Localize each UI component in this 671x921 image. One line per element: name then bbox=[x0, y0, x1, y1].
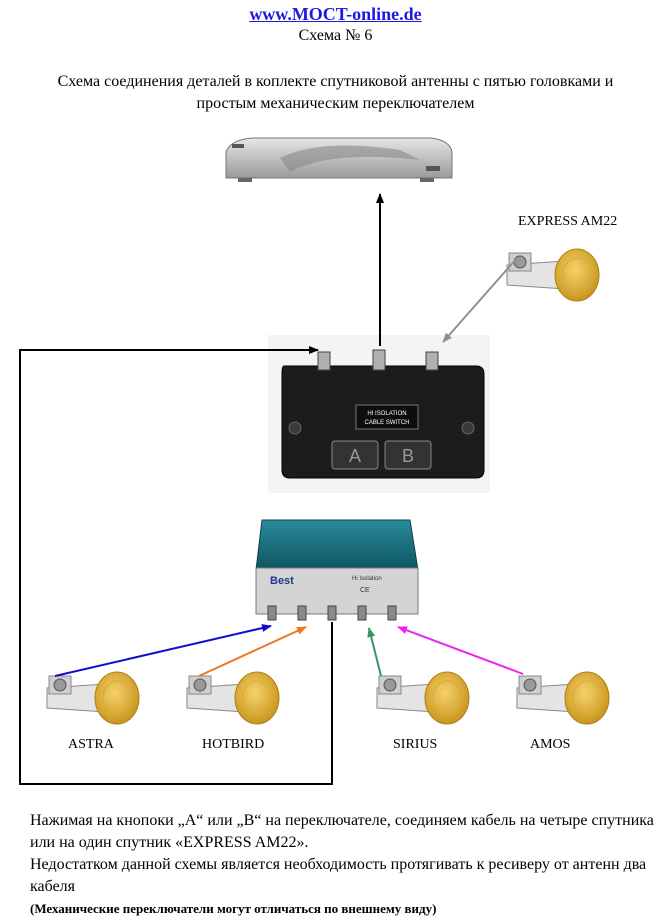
footer-note: (Механические переключатели могут отлича… bbox=[30, 901, 437, 916]
lnb-hotbird bbox=[186, 671, 280, 725]
lnb-express bbox=[506, 248, 600, 302]
cable-switch: HI ISOLATION CABLE SWITCH A B bbox=[268, 335, 490, 493]
cable-sirius bbox=[367, 627, 382, 677]
footer-line-2: Недостатком данной схемы является необхо… bbox=[30, 856, 647, 895]
switch-button-b-label: B bbox=[402, 446, 414, 466]
lnb-astra bbox=[46, 671, 140, 725]
site-link[interactable]: www.MOCT-online.de bbox=[249, 4, 422, 24]
switch-label-line1: HI ISOLATION bbox=[367, 411, 406, 417]
label-express: EXPRESS AM22 bbox=[518, 214, 618, 229]
lnb-amos bbox=[516, 671, 610, 725]
cable-hotbird bbox=[198, 626, 307, 677]
switch-button-a-label: A bbox=[349, 446, 361, 466]
label-sirius: SIRIUS bbox=[393, 737, 438, 752]
lnb-sirius bbox=[376, 671, 470, 725]
label-astra: ASTRA bbox=[68, 737, 114, 752]
diseqc-ce: CE bbox=[360, 587, 370, 594]
cable-astra bbox=[54, 624, 272, 677]
diagram-title: Схема соединения деталей в коплекте спут… bbox=[57, 73, 614, 112]
switch-button-a bbox=[331, 440, 379, 470]
footer-line-1: Нажимая на кнопоки „A“ или „B“ на перекл… bbox=[30, 812, 654, 851]
receiver bbox=[225, 137, 453, 182]
footer-text: Нажимая на кнопоки „A“ или „B“ на перекл… bbox=[30, 810, 655, 920]
scheme-number: Схема № 6 bbox=[298, 27, 373, 44]
label-amos: AMOS bbox=[530, 737, 571, 752]
switch-label-line2: CABLE SWITCH bbox=[364, 420, 409, 426]
diseqc-subtitle: Hi Isolation bbox=[352, 576, 382, 582]
switch-button-b bbox=[384, 440, 432, 470]
cable-diseqc-to-switch bbox=[19, 346, 333, 785]
label-hotbird: HOTBIRD bbox=[202, 737, 265, 752]
diseqc-switch: Best Hi Isolation CE bbox=[255, 519, 419, 621]
diseqc-brand: Best bbox=[270, 575, 294, 587]
cable-amos bbox=[397, 626, 524, 675]
cable-express bbox=[442, 257, 518, 343]
